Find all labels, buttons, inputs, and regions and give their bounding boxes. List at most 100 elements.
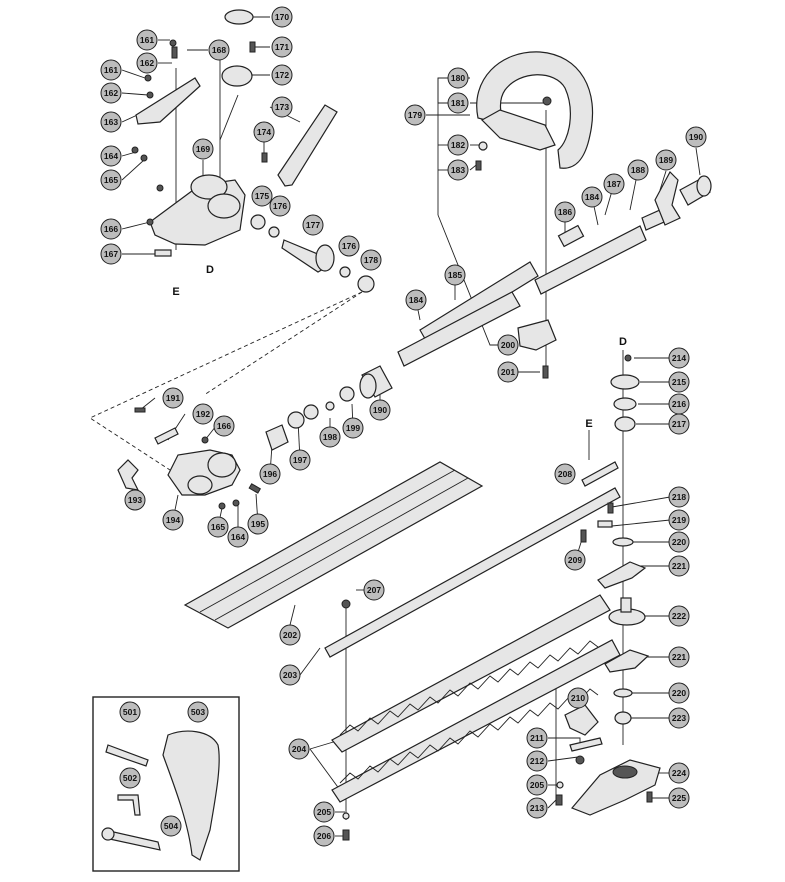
svg-text:171: 171: [275, 42, 289, 52]
callout-178: 178: [360, 249, 382, 271]
washer-205a: [556, 781, 564, 789]
washer-205b: [342, 812, 350, 820]
callouts: 170 171 172 161 168 162 161 162 163 173 …: [100, 6, 707, 847]
callout-192: 192: [192, 403, 214, 425]
callout-504: 504: [160, 815, 182, 837]
bearing-178: [357, 275, 375, 293]
svg-text:184: 184: [585, 192, 599, 202]
bearing-217: [614, 416, 636, 432]
svg-text:192: 192: [196, 409, 210, 419]
bolt-195: [248, 483, 262, 494]
ref-letter-d-top: D: [206, 264, 214, 276]
guide-bar-203: [324, 487, 621, 658]
svg-text:191: 191: [166, 393, 180, 403]
handle-and-shaft-assembly: [397, 51, 712, 379]
callout-185: 185: [444, 264, 466, 286]
svg-text:199: 199: [346, 423, 360, 433]
svg-text:167: 167: [104, 249, 118, 259]
callout-222: 222: [668, 605, 690, 627]
svg-text:190: 190: [373, 405, 387, 415]
bearing-197: [287, 411, 305, 429]
svg-text:206: 206: [317, 831, 331, 841]
screw-174: [261, 152, 268, 163]
callout-203: 203: [279, 664, 301, 686]
svg-text:225: 225: [672, 793, 686, 803]
callout-171: 171: [271, 36, 293, 58]
screw-171: [249, 41, 256, 53]
svg-text:208: 208: [558, 469, 572, 479]
svg-text:182: 182: [451, 140, 465, 150]
callout-176: 176: [269, 195, 291, 217]
plate-211: [569, 737, 603, 752]
svg-text:205: 205: [317, 807, 331, 817]
callout-190: 190: [369, 399, 391, 421]
callout-168: 168: [208, 39, 230, 61]
svg-text:207: 207: [367, 585, 381, 595]
nut-207: [341, 599, 351, 609]
svg-text:161: 161: [104, 65, 118, 75]
callout-210: 210: [567, 687, 589, 709]
callout-187: 187: [603, 173, 625, 195]
callout-220: 220: [668, 531, 690, 553]
loop-handle-180: [476, 51, 594, 169]
bracket-200: [517, 319, 557, 351]
callout-163: 163: [100, 111, 122, 133]
plate-208: [581, 461, 619, 487]
svg-text:212: 212: [530, 756, 544, 766]
svg-text:161: 161: [140, 35, 154, 45]
callout-161: 161: [100, 59, 122, 81]
callout-207: 207: [363, 579, 385, 601]
svg-text:172: 172: [275, 70, 289, 80]
callout-179: 179: [404, 104, 426, 126]
svg-text:221: 221: [672, 652, 686, 662]
callout-219: 219: [668, 509, 690, 531]
callout-194: 194: [162, 509, 184, 531]
tool-501: [105, 744, 149, 767]
callout-165: 165: [207, 516, 229, 538]
callout-164: 164: [227, 526, 249, 548]
svg-text:164: 164: [104, 151, 118, 161]
svg-text:176: 176: [273, 201, 287, 211]
bolt-206: [342, 829, 350, 841]
svg-text:166: 166: [217, 421, 231, 431]
callout-212: 212: [526, 750, 548, 772]
svg-text:193: 193: [128, 495, 142, 505]
screw-191: [134, 407, 146, 413]
callout-201: 201: [497, 361, 519, 383]
gear-215: [610, 374, 640, 390]
blade-assembly: [183, 461, 621, 841]
ref-letter-e-top: E: [172, 286, 179, 298]
bolt-168: [171, 46, 178, 59]
svg-text:502: 502: [123, 773, 137, 783]
pin-214: [624, 354, 632, 362]
callout-214: 214: [668, 347, 690, 369]
svg-text:165: 165: [104, 175, 118, 185]
callout-195: 195: [247, 513, 269, 535]
callout-211: 211: [526, 727, 548, 749]
svg-text:221: 221: [672, 561, 686, 571]
callout-208: 208: [554, 463, 576, 485]
plate-192: [154, 427, 179, 445]
washer-220b: [613, 688, 633, 698]
svg-text:200: 200: [501, 340, 515, 350]
callout-175: 175: [251, 185, 273, 207]
svg-text:174: 174: [257, 127, 271, 137]
callout-188: 188: [627, 159, 649, 181]
svg-text:213: 213: [530, 803, 544, 813]
svg-text:188: 188: [631, 165, 645, 175]
callout-183: 183: [447, 159, 469, 181]
callout-199: 199: [342, 417, 364, 439]
svg-text:190: 190: [689, 132, 703, 142]
svg-text:175: 175: [255, 191, 269, 201]
svg-text:210: 210: [571, 693, 585, 703]
callout-174: 174: [253, 121, 275, 143]
callout-189: 189: [655, 149, 677, 171]
svg-text:504: 504: [164, 821, 178, 831]
svg-text:195: 195: [251, 519, 265, 529]
callout-216: 216: [668, 393, 690, 415]
svg-text:183: 183: [451, 165, 465, 175]
callout-184: 184: [581, 186, 603, 208]
svg-text:209: 209: [568, 555, 582, 565]
callout-221: 221: [668, 555, 690, 577]
screw-212: [575, 755, 585, 765]
